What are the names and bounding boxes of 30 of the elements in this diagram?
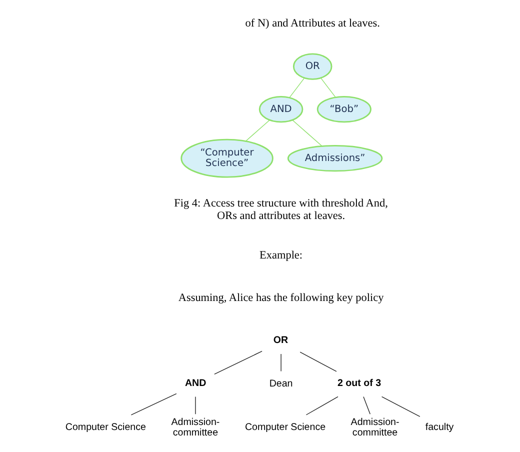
connector (130, 393, 177, 416)
connector (363, 396, 370, 414)
node-ellipse: AND (258, 96, 304, 123)
node-text: Admission- committee (350, 416, 400, 438)
node-text: faculty (425, 422, 454, 434)
node-text: Dean (269, 378, 293, 390)
node-ellipse: “Computer Science” (180, 138, 274, 178)
label: Assuming, Alice has the following key policy (178, 292, 384, 304)
connector (320, 78, 336, 98)
node-text: Computer Science (65, 422, 146, 434)
connector (292, 120, 322, 146)
node-ellipse: OR (292, 53, 332, 80)
label: Fig 4: Access tree structure with threshold And, ORs and attributes at leaves. (174, 197, 388, 222)
label: Example: (260, 249, 303, 262)
node-text: AND (184, 378, 206, 389)
connector (280, 354, 282, 372)
connector (195, 396, 196, 414)
connector (246, 120, 270, 142)
node-ellipse: Admissions” (287, 144, 383, 172)
connector (214, 350, 262, 375)
node-text: OR (273, 335, 288, 346)
connector (300, 352, 337, 372)
connector (289, 78, 305, 98)
node-text: 2 out of 3 (338, 378, 382, 389)
connector (381, 396, 420, 417)
node-text: Computer Science (244, 422, 326, 434)
node-text: Admission- committee (171, 416, 220, 438)
connector (306, 396, 338, 416)
node-ellipse: “Bob” (316, 96, 372, 123)
label: of N) and Attributes at leaves. (245, 17, 380, 30)
